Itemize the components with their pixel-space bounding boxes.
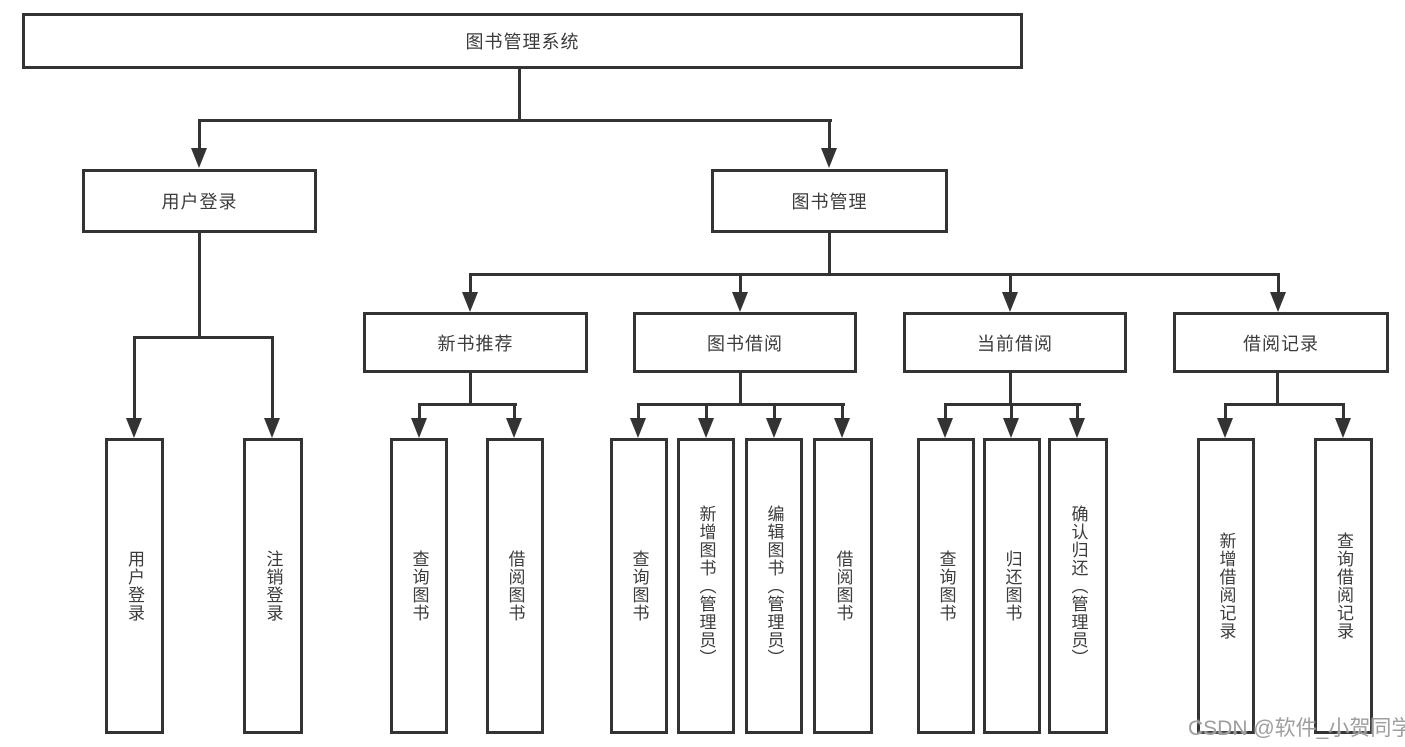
node-label: 借阅图书 <box>833 550 853 622</box>
arrowhead-icon <box>1335 418 1351 438</box>
arrowhead-icon <box>126 418 142 438</box>
node-label: 查询图书 <box>409 550 429 622</box>
node-label: 当前借阅 <box>977 333 1053 354</box>
leaf-borrow-books-recommend: 借阅图书 <box>486 438 544 734</box>
node-label: 新增借阅记录 <box>1216 532 1236 640</box>
connector-line <box>739 273 742 297</box>
arrowhead-icon <box>411 418 427 438</box>
connector-line <box>739 373 742 406</box>
arrowhead-icon <box>1069 418 1085 438</box>
connector-line <box>1224 403 1345 406</box>
connector-line <box>841 403 844 423</box>
connector-line <box>637 403 845 406</box>
node-label: 查询借阅记录 <box>1334 532 1353 640</box>
connector-line <box>133 336 136 422</box>
node-book-borrow: 图书借阅 <box>633 312 857 373</box>
node-label: 图书管理系统 <box>465 32 580 52</box>
arrowhead-icon <box>1003 418 1019 438</box>
connector-line <box>469 273 1280 276</box>
connector-line <box>1224 403 1227 423</box>
connector-line <box>773 403 776 423</box>
arrowhead-icon <box>732 292 748 312</box>
arrowhead-icon <box>264 418 280 438</box>
leaf-query-books-recommend: 查询图书 <box>390 438 448 734</box>
leaf-query-books-borrow: 查询图书 <box>610 438 668 734</box>
leaf-edit-books-admin: 编辑图书（管理员） <box>745 438 803 734</box>
arrowhead-icon <box>821 148 837 168</box>
connector-line <box>1009 373 1012 406</box>
connector-line <box>1009 273 1012 297</box>
arrowhead-icon <box>1217 418 1233 438</box>
node-label: 查询图书 <box>629 550 649 622</box>
node-label: 新增图书（管理员） <box>696 505 716 667</box>
leaf-confirm-return-admin: 确认归还（管理员） <box>1048 438 1108 734</box>
connector-line <box>199 119 832 122</box>
connector-line <box>1076 403 1079 423</box>
node-label: 新书推荐 <box>437 333 514 354</box>
connector-line <box>828 232 831 276</box>
connector-line <box>418 403 421 423</box>
leaf-add-books-admin: 新增图书（管理员） <box>677 438 735 734</box>
node-label: 编辑图书（管理员） <box>764 505 784 667</box>
node-user-login-group: 用户登录 <box>82 169 317 233</box>
connector-line <box>418 403 517 406</box>
connector-line <box>828 119 831 154</box>
connector-line <box>944 403 947 423</box>
node-label: 借阅记录 <box>1243 333 1319 354</box>
connector-line <box>1276 373 1279 406</box>
node-label: 图书管理 <box>791 192 868 212</box>
leaf-query-books-current: 查询图书 <box>917 438 975 734</box>
connector-line <box>133 336 274 339</box>
arrowhead-icon <box>506 418 522 438</box>
node-new-book-recommend: 新书推荐 <box>363 312 588 373</box>
node-current-borrow: 当前借阅 <box>903 312 1127 373</box>
connector-line <box>705 403 708 423</box>
leaf-query-borrow-record: 查询借阅记录 <box>1314 438 1373 734</box>
connector-line <box>271 336 274 422</box>
node-label: 注销登录 <box>263 550 283 622</box>
node-borrow-records: 借阅记录 <box>1173 312 1389 373</box>
leaf-add-borrow-record: 新增借阅记录 <box>1197 438 1255 734</box>
node-book-management: 图书管理 <box>711 169 948 233</box>
arrowhead-icon <box>630 418 646 438</box>
connector-line <box>1342 403 1345 423</box>
node-label: 查询图书 <box>936 550 956 622</box>
connector-line <box>513 403 516 423</box>
connector-line <box>637 403 640 423</box>
connector-line <box>469 273 472 297</box>
leaf-return-books: 归还图书 <box>983 438 1041 734</box>
node-label: 图书借阅 <box>707 333 783 354</box>
connector-line <box>469 373 472 406</box>
arrowhead-icon <box>191 148 207 168</box>
arrowhead-icon <box>1270 292 1286 312</box>
node-label: 用户登录 <box>125 550 144 622</box>
arrowhead-icon <box>937 418 953 438</box>
node-label: 归还图书 <box>1002 550 1022 622</box>
connector-line <box>1010 403 1013 423</box>
node-library-system: 图书管理系统 <box>22 13 1023 69</box>
arrowhead-icon <box>834 418 850 438</box>
arrowhead-icon <box>698 418 714 438</box>
leaf-user-login: 用户登录 <box>105 438 164 734</box>
csdn-watermark: CSDN @软件_小贺同学 <box>1188 717 1405 740</box>
node-label: 用户登录 <box>161 192 238 212</box>
connector-line <box>518 69 521 121</box>
connector-line <box>198 233 201 339</box>
leaf-borrow-books: 借阅图书 <box>813 438 873 734</box>
arrowhead-icon <box>462 292 478 312</box>
leaf-logout: 注销登录 <box>243 438 303 734</box>
arrowhead-icon <box>1002 292 1018 312</box>
node-label: 确认归还（管理员） <box>1068 505 1088 667</box>
node-label: 借阅图书 <box>505 550 525 622</box>
connector-line <box>198 119 201 154</box>
arrowhead-icon <box>766 418 782 438</box>
connector-line <box>1277 273 1280 297</box>
